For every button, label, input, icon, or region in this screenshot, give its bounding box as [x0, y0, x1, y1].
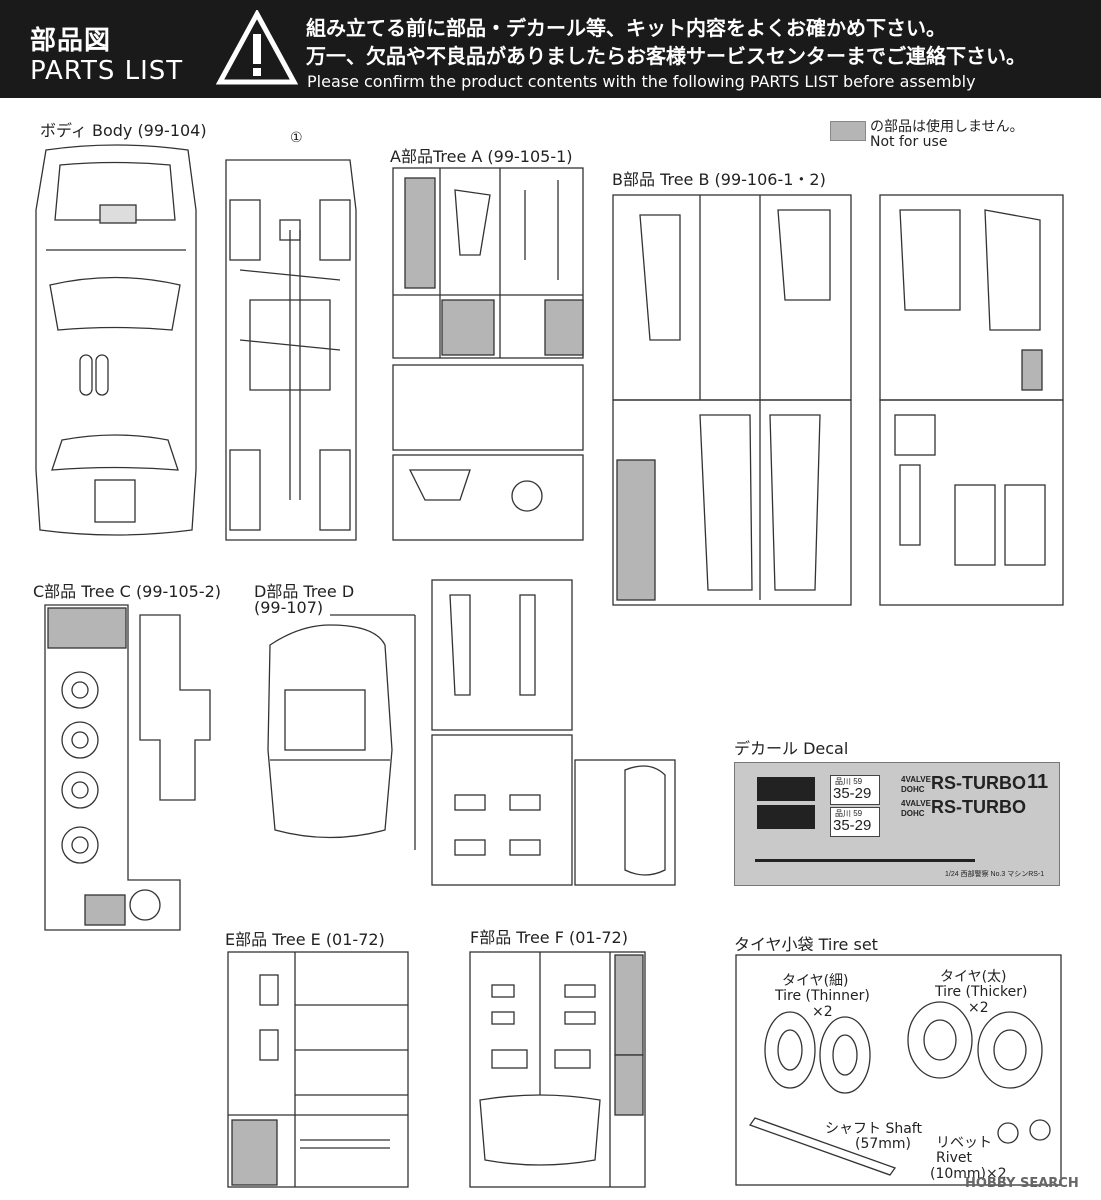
notice-jp-2: 万一、欠品や不良品がありましたらお客様サービスセンターまでご連絡下さい。 [306, 44, 1026, 68]
warning-triangle-icon [216, 10, 298, 85]
decal-logo-2 [757, 805, 815, 829]
tree-f-label: F部品 Tree F (01-72) [470, 928, 628, 947]
tree-f-sprue [469, 951, 646, 1188]
title-en: PARTS LIST [30, 56, 184, 86]
rivet-jp: リベット [936, 1135, 992, 1151]
decal-plate-1: 品川 59 35-29 [830, 775, 880, 805]
decal-number: 11 [1027, 771, 1049, 793]
tire-thick-qty: ×2 [968, 1000, 989, 1016]
tree-a-label: A部品Tree A (99-105-1) [390, 147, 573, 166]
tire-thin-qty: ×2 [812, 1004, 833, 1020]
rivet-size: (10mm)×2 [930, 1166, 1007, 1182]
tree-a-sprue [392, 167, 584, 541]
tire-thick-en: Tire (Thicker) [935, 984, 1028, 1000]
body-underside-view [225, 159, 357, 541]
tire-set-label: タイヤ小袋 Tire set [734, 935, 878, 954]
notice-en: Please confirm the product contents with… [307, 72, 976, 91]
decal-rs-turbo-2: RS-TURBO [931, 797, 1026, 817]
body-top-view [35, 144, 197, 536]
tree-c-sprue [44, 604, 211, 931]
watermark: HOBBY SEARCH [965, 1176, 1079, 1191]
tire-set-frame [735, 954, 1062, 1186]
body-section-label: ボディ Body (99-104) [40, 121, 207, 140]
decal-label: デカール Decal [734, 739, 849, 758]
tree-b-sprue-right [879, 194, 1064, 606]
legend-jp: の部品は使用しません。 [870, 119, 1024, 135]
tree-c-label: C部品 Tree C (99-105-2) [33, 582, 222, 601]
shaft-label: シャフト Shaft [825, 1121, 922, 1137]
notice-jp-1: 組み立てる前に部品・デカール等、キット内容をよくお確かめ下さい。 [306, 16, 946, 40]
decal-dohc-1: DOHC [901, 785, 925, 794]
decal-stripe [755, 859, 975, 862]
parts-list-header: 部品図 PARTS LIST 組み立てる前に部品・デカール等、キット内容をよくお… [0, 0, 1101, 98]
tire-thin-jp: タイヤ(細) [782, 973, 849, 989]
legend-en: Not for use [870, 134, 948, 150]
not-for-use-swatch [830, 121, 866, 141]
tree-e-sprue [227, 951, 409, 1188]
tire-thin-en: Tire (Thinner) [775, 988, 870, 1004]
decal-rs-turbo-1: RS-TURBO [931, 773, 1026, 793]
shaft-size: (57mm) [855, 1136, 912, 1152]
tree-d-sprue [431, 579, 676, 886]
decal-sheet: 品川 59 35-29 品川 59 35-29 4VALVE DOHC RS-T… [734, 762, 1060, 886]
decal-dohc-2: DOHC [901, 809, 925, 818]
title-jp: 部品図 [30, 26, 112, 56]
decal-valve-2: 4VALVE [901, 799, 931, 808]
tree-d-body-shell [267, 614, 416, 850]
decal-valve-1: 4VALVE [901, 775, 931, 784]
decal-plate-2: 品川 59 35-29 [830, 807, 880, 837]
tree-b-label: B部品 Tree B (99-106-1・2) [612, 170, 826, 189]
decal-footer: 1/24 西部警察 No.3 マシンRS-1 [945, 871, 1045, 878]
decal-logo-1 [757, 777, 815, 801]
tire-thick-jp: タイヤ(太) [940, 969, 1007, 985]
tree-d-label-1: D部品 Tree D [254, 582, 355, 601]
tree-e-label: E部品 Tree E (01-72) [225, 930, 385, 949]
tree-d-label-2: (99-107) [254, 598, 324, 617]
tree-b-sprue-left [612, 194, 852, 606]
rivet-en: Rivet [936, 1150, 973, 1166]
body-part-1-label: ① [290, 130, 303, 146]
